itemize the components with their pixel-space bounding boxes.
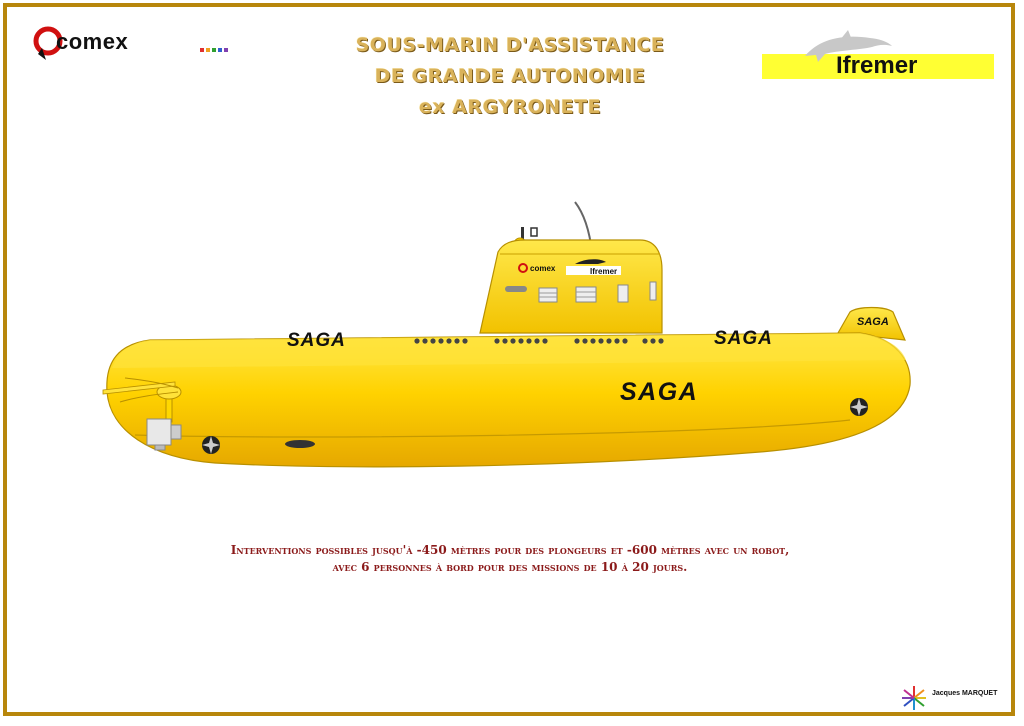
title-line-1: SOUS-MARIN D'ASSISTANCE (355, 34, 665, 56)
dolphin-icon (805, 30, 892, 62)
camera-housing (146, 418, 182, 451)
saga-label-hull: SAGA (620, 378, 698, 406)
saga-label-fin: SAGA (857, 316, 889, 328)
hatch (285, 440, 315, 448)
title-line-2: DE GRANDE AUTONOMIE (374, 65, 646, 87)
author-name: Jacques MARQUET (932, 690, 998, 697)
thruster-front (202, 436, 220, 454)
title-line-3: ex ARGYRONETE (418, 96, 602, 118)
conning-tower (479, 239, 663, 334)
saga-label-deck-rear: SAGA (714, 328, 773, 349)
sail-comex-text: comex (530, 264, 556, 273)
page-frame (3, 3, 1015, 716)
thruster-rear (850, 398, 868, 416)
submarine-hull (106, 332, 911, 468)
caption-line-2: avec 6 personnes à bord pour des mission… (332, 560, 688, 574)
comex-logo-text: comex (56, 29, 129, 54)
ifremer-logo-text: Ifremer (836, 52, 918, 79)
page-title: SOUS-MARIN D'ASSISTANCE DE GRANDE AUTONO… (290, 30, 730, 123)
comex-logo-icon (33, 26, 63, 60)
ifremer-band (762, 54, 994, 79)
caption: Interventions possibles jusqu'à -450 mèt… (200, 542, 820, 576)
comex-color-dots (200, 41, 230, 55)
saga-label-deck-front: SAGA (287, 330, 346, 351)
propeller-icon (102, 377, 182, 423)
sail-ifremer-text: Ifremer (590, 267, 617, 276)
author-star-icon (902, 686, 926, 710)
caption-line-1: Interventions possibles jusqu'à -450 mèt… (230, 543, 790, 557)
